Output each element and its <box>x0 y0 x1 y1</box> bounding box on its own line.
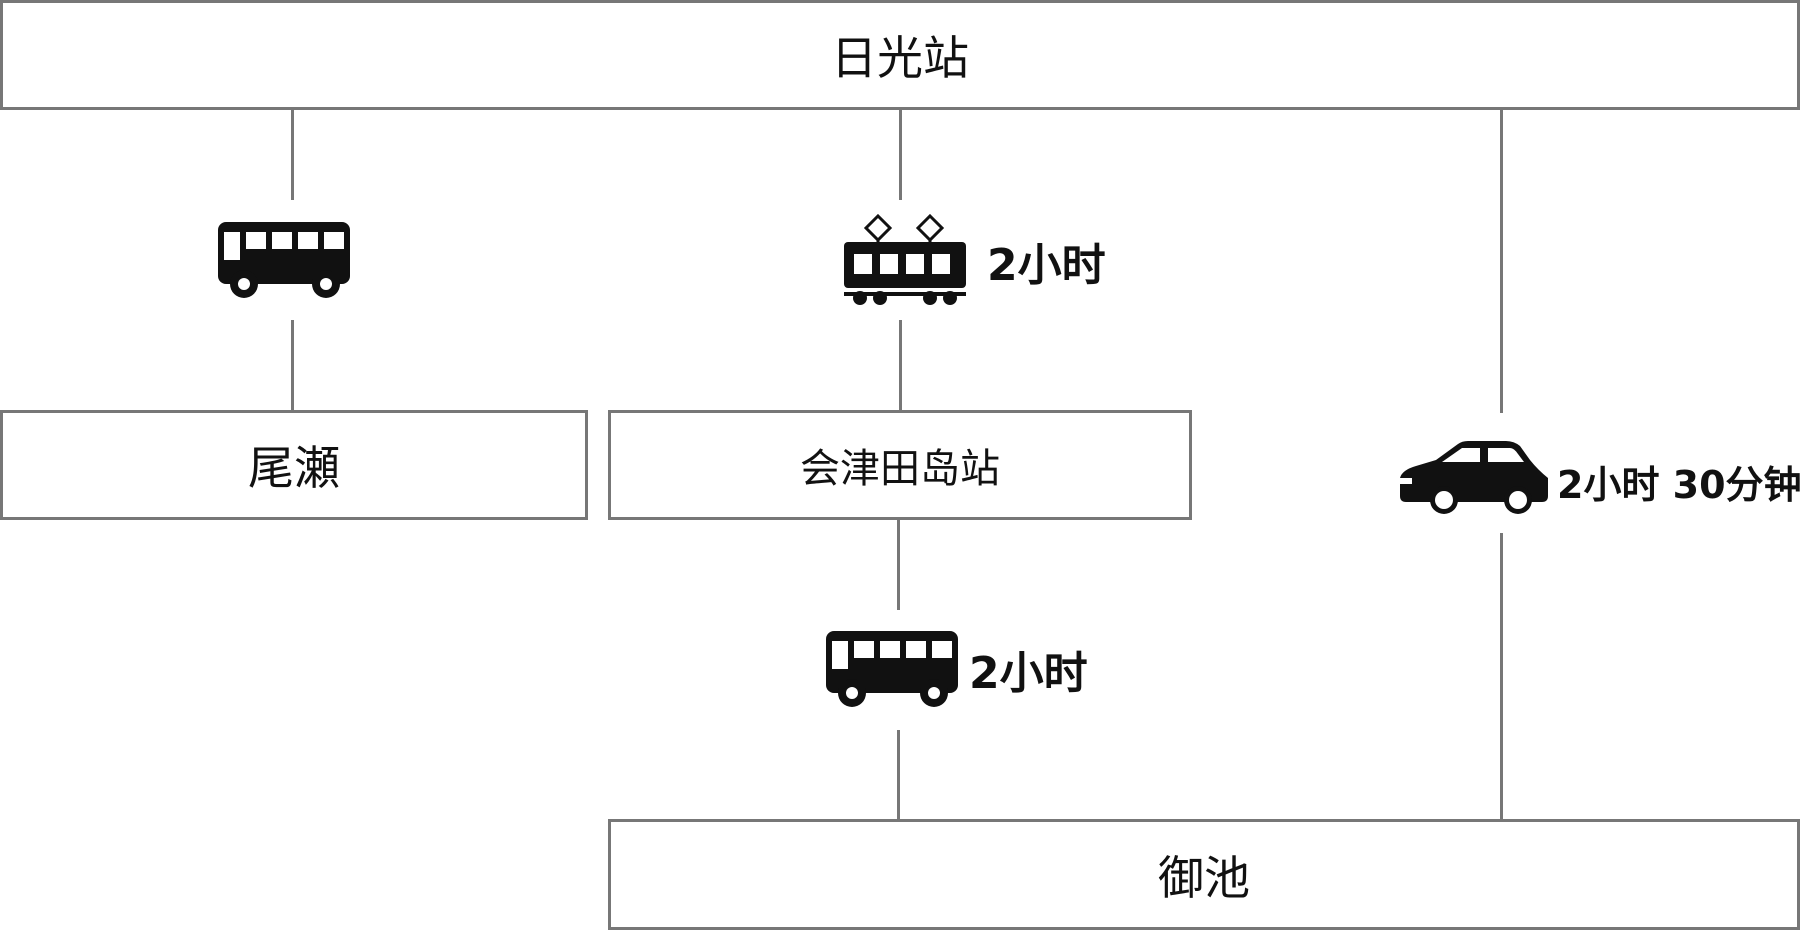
train-icon <box>844 214 966 305</box>
connector-nikko-miike-lower <box>1500 533 1503 819</box>
connector-nikko-oze-upper <box>291 110 294 200</box>
bus-icon <box>826 631 958 707</box>
bus-icon <box>218 222 350 298</box>
station-aizu-tajima-label: 会津田岛站 <box>800 446 1000 492</box>
duration-nikko-miike: 2小时 30分钟 <box>1557 463 1800 507</box>
connector-aizu-miike-lower <box>897 730 900 819</box>
destination-miike: 御池 <box>608 819 1800 930</box>
connector-nikko-oze-lower <box>291 320 294 410</box>
connector-nikko-aizu-upper <box>899 110 902 200</box>
destination-miike-label: 御池 <box>1158 850 1250 905</box>
station-aizu-tajima: 会津田岛站 <box>608 410 1192 520</box>
duration-nikko-aizu: 2小时 <box>987 240 1106 291</box>
car-icon <box>1400 441 1548 514</box>
destination-oze-label: 尾瀬 <box>248 441 340 495</box>
station-nikko: 日光站 <box>0 0 1800 110</box>
connector-nikko-miike-upper <box>1500 110 1503 413</box>
destination-oze: 尾瀬 <box>0 410 588 520</box>
station-nikko-label: 日光站 <box>831 31 969 85</box>
duration-aizu-miike: 2小时 <box>969 648 1088 699</box>
connector-aizu-miike-upper <box>897 520 900 610</box>
connector-nikko-aizu-lower <box>899 320 902 410</box>
